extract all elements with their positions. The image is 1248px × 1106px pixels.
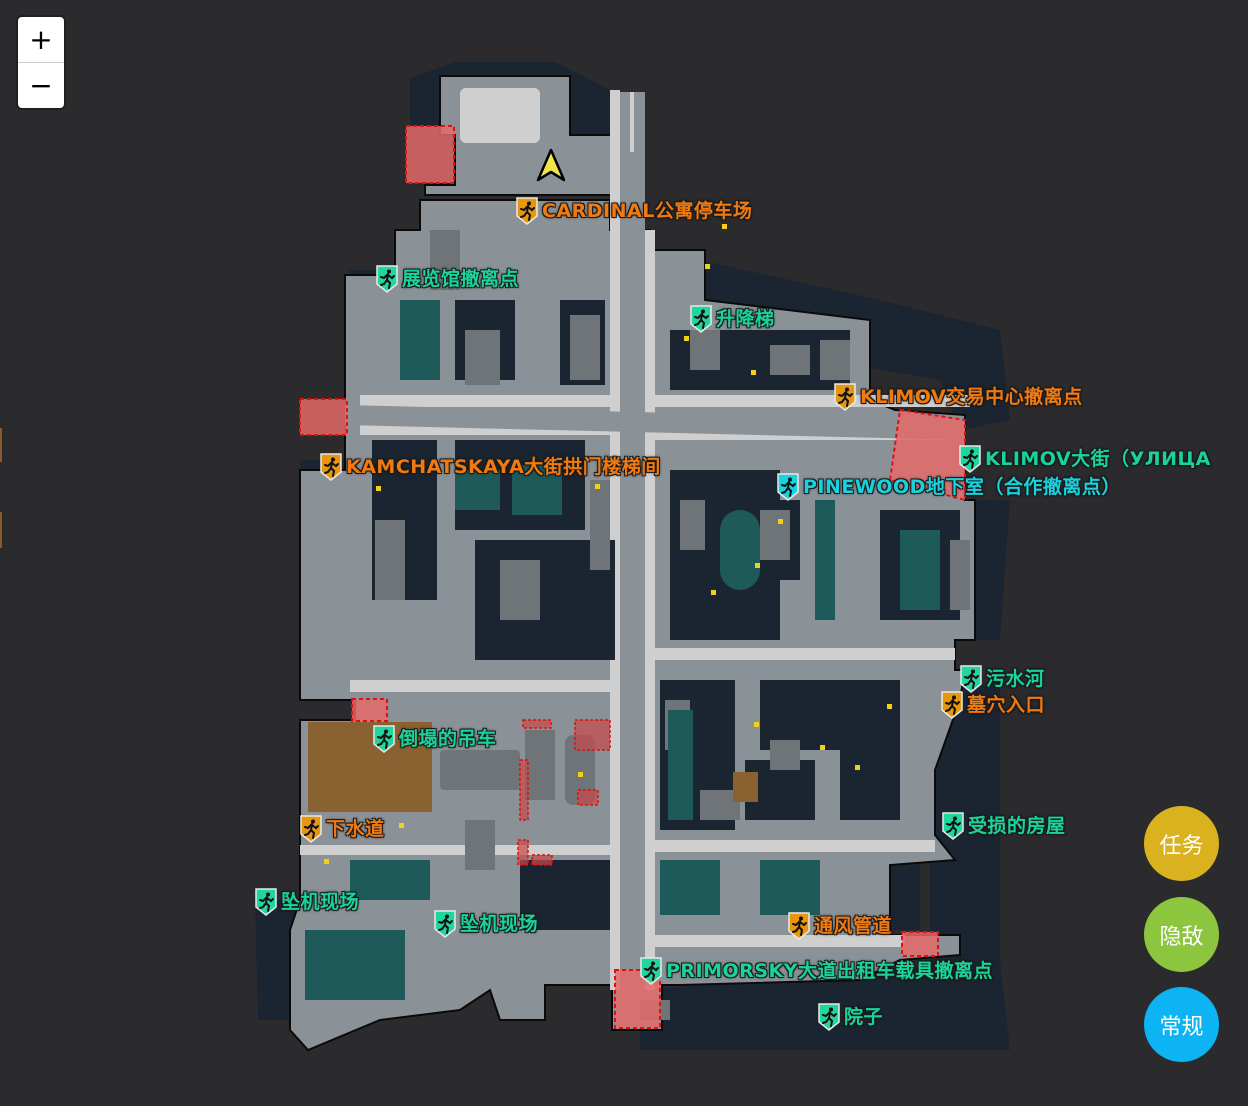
extract-label: 院子 [844, 1006, 884, 1028]
zoom-control: + − [18, 17, 64, 108]
extract-runner-icon [640, 956, 662, 985]
extract-runner-icon [959, 444, 981, 473]
extract-runner-icon [942, 811, 964, 840]
filter-hidden-enemy-button[interactable]: 隐敌 [1144, 897, 1219, 972]
extract-label: 坠机现场 [281, 891, 360, 913]
extract-label: KAMCHATSKAYA大街拱门楼梯间 [346, 456, 661, 478]
zoom-in-button[interactable]: + [18, 17, 64, 63]
extract-runner-icon [834, 382, 856, 411]
extract-marker[interactable]: 坠机现场 [255, 887, 360, 916]
extract-label: 坠机现场 [460, 913, 539, 935]
extract-label: 升降梯 [716, 308, 775, 330]
extract-label: 展览馆撤离点 [402, 268, 520, 290]
extract-runner-icon [300, 814, 322, 843]
filter-regular-button[interactable]: 常规 [1144, 987, 1219, 1062]
extract-runner-icon [818, 1002, 840, 1031]
extract-runner-icon [960, 664, 982, 693]
extract-marker[interactable]: PINEWOOD地下室（合作撤离点） [777, 472, 1121, 501]
extract-marker[interactable]: KAMCHATSKAYA大街拱门楼梯间 [320, 452, 661, 481]
extract-runner-icon [690, 304, 712, 333]
filter-quest-button[interactable]: 任务 [1144, 806, 1219, 881]
extract-runner-icon [255, 887, 277, 916]
extract-runner-icon [376, 264, 398, 293]
extract-runner-icon [777, 472, 799, 501]
player-arrow-icon [536, 148, 566, 182]
extract-label: 下水道 [326, 818, 385, 840]
extract-marker[interactable]: KLIMOV大街（УЛИЦА [959, 444, 1211, 473]
player-position-marker [536, 148, 566, 186]
extract-marker[interactable]: PRIMORSKY大道出租车载具撤离点 [640, 956, 993, 985]
extract-marker[interactable]: 污水河 [960, 664, 1045, 693]
extract-marker[interactable]: KLIMOV交易中心撤离点 [834, 382, 1083, 411]
edge-marker [0, 428, 2, 462]
extract-marker[interactable]: 受损的房屋 [942, 811, 1066, 840]
zoom-out-button[interactable]: − [29, 68, 53, 102]
extract-label: KLIMOV大街（УЛИЦА [985, 448, 1211, 470]
extract-marker[interactable]: 升降梯 [690, 304, 775, 333]
extract-label: KLIMOV交易中心撤离点 [860, 386, 1083, 408]
extract-label: 墓穴入口 [967, 694, 1046, 716]
extract-runner-icon [516, 196, 538, 225]
extract-runner-icon [941, 690, 963, 719]
extract-marker[interactable]: CARDINAL公寓停车场 [516, 196, 753, 225]
extract-label: 污水河 [986, 668, 1045, 690]
extract-marker[interactable]: 倒塌的吊车 [373, 724, 497, 753]
extract-marker[interactable]: 展览馆撤离点 [376, 264, 520, 293]
extract-marker[interactable]: 通风管道 [788, 911, 893, 940]
extract-marker[interactable]: 院子 [818, 1002, 884, 1031]
extract-label: CARDINAL公寓停车场 [542, 200, 753, 222]
extract-label: PINEWOOD地下室（合作撤离点） [803, 476, 1121, 498]
edge-marker [0, 512, 2, 548]
extract-runner-icon [434, 909, 456, 938]
extract-runner-icon [373, 724, 395, 753]
extract-marker[interactable]: 墓穴入口 [941, 690, 1046, 719]
extract-runner-icon [788, 911, 810, 940]
extract-label: 倒塌的吊车 [399, 728, 497, 750]
extract-marker[interactable]: 坠机现场 [434, 909, 539, 938]
extract-label: 通风管道 [814, 915, 893, 937]
extract-label: 受损的房屋 [968, 815, 1066, 837]
extract-runner-icon [320, 452, 342, 481]
extract-label: PRIMORSKY大道出租车载具撤离点 [666, 960, 993, 982]
extract-marker[interactable]: 下水道 [300, 814, 385, 843]
